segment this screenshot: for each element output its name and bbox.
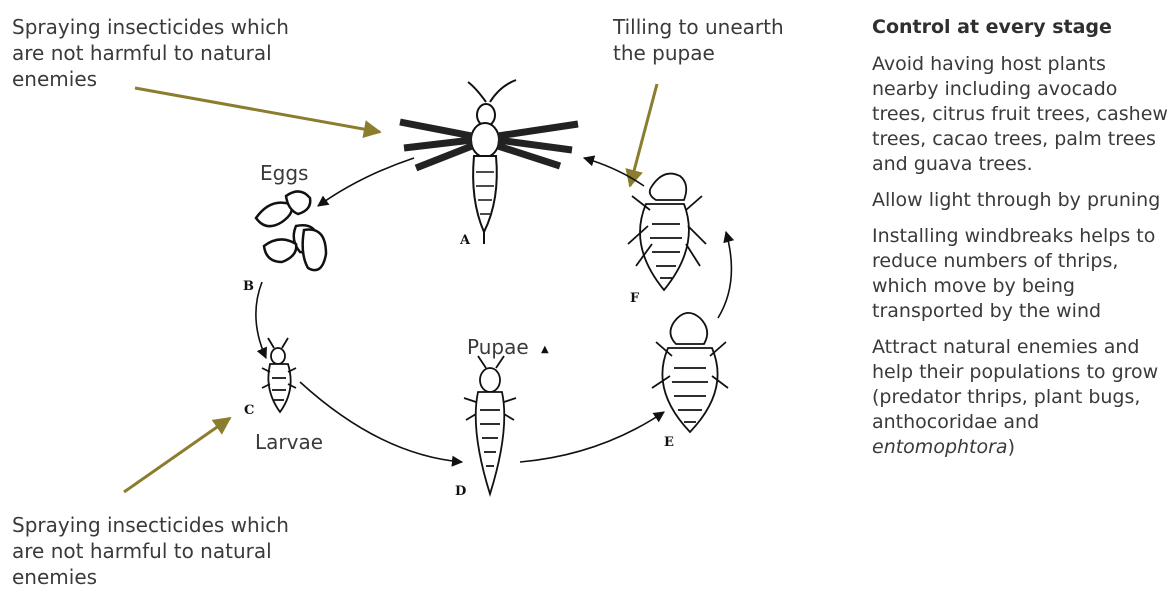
cycle-arrow-a-to-b [318, 158, 414, 206]
sidebar-item-natural-enemies: Attract natural enemies and help their p… [872, 335, 1168, 460]
control-sidebar: Control at every stage Avoid having host… [872, 14, 1168, 471]
annotation-arrow-spray-bottom [124, 418, 230, 492]
entomophtora-text: entomophtora [872, 436, 1008, 458]
stage-letter-b: B [243, 279, 254, 294]
closing-paren: ) [1008, 436, 1015, 458]
stage-letter-a: A [459, 233, 471, 248]
sidebar-item-windbreaks: Installing windbreaks helps to reduce nu… [872, 224, 1168, 324]
stage-letter-d: D [455, 484, 466, 499]
stray-mark: ▲ [541, 344, 549, 355]
sidebar-item-pruning: Allow light through by pruning [872, 188, 1168, 213]
stage-letter-c: C [244, 403, 254, 418]
natural-enemies-text: Attract natural enemies and help their p… [872, 336, 1158, 433]
annotation-arrow-tilling [630, 84, 657, 186]
eggs-illustration [256, 191, 326, 270]
sidebar-item-host-plants: Avoid having host plants nearby includin… [872, 52, 1168, 177]
larva-illustration [262, 338, 296, 412]
sidebar-title: Control at every stage [872, 14, 1168, 40]
annotation-arrow-spray-top [135, 88, 380, 132]
cycle-arrow-b-to-c [256, 282, 266, 358]
stage-letter-e: E [664, 435, 674, 450]
stage-e-illustration [652, 313, 728, 432]
pupa-illustration [464, 356, 516, 494]
stage-f-illustration [628, 174, 706, 290]
stage-letter-f: F [630, 291, 640, 306]
cycle-arrow-e-to-f [718, 232, 731, 318]
adult-thrips-illustration [400, 80, 578, 244]
cycle-arrow-d-to-e [520, 412, 664, 462]
cycle-arrow-c-to-d [300, 382, 462, 462]
